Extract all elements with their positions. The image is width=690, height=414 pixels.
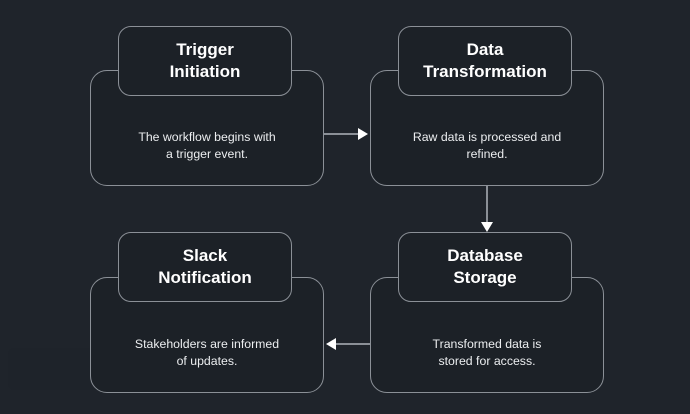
connector-database-to-slack-arrowhead-icon: [326, 338, 336, 350]
connector-data-to-database-arrowhead-icon: [481, 222, 493, 232]
node-slack-notification-title: Slack Notification: [158, 246, 252, 287]
node-database-storage-header[interactable]: Database Storage: [398, 232, 572, 302]
node-data-transformation-title: Data Transformation: [423, 40, 547, 81]
connector-database-to-slack-line: [334, 343, 370, 345]
connector-trigger-to-data-line: [324, 133, 360, 135]
node-trigger-initiation-title: Trigger Initiation: [169, 40, 241, 81]
node-slack-notification-description: Stakeholders are informed of updates.: [134, 337, 280, 368]
node-trigger-initiation-header[interactable]: Trigger Initiation: [118, 26, 292, 96]
node-data-transformation-description: Raw data is processed and refined.: [412, 130, 562, 161]
node-database-storage-description: Transformed data is stored for access.: [432, 337, 542, 368]
connector-trigger-to-data-arrowhead-icon: [358, 128, 368, 140]
node-data-transformation-header[interactable]: Data Transformation: [398, 26, 572, 96]
connector-data-to-database-line: [486, 186, 488, 226]
node-database-storage-title: Database Storage: [447, 246, 523, 287]
node-trigger-initiation-description: The workflow begins with a trigger event…: [138, 130, 276, 161]
node-slack-notification-header[interactable]: Slack Notification: [118, 232, 292, 302]
